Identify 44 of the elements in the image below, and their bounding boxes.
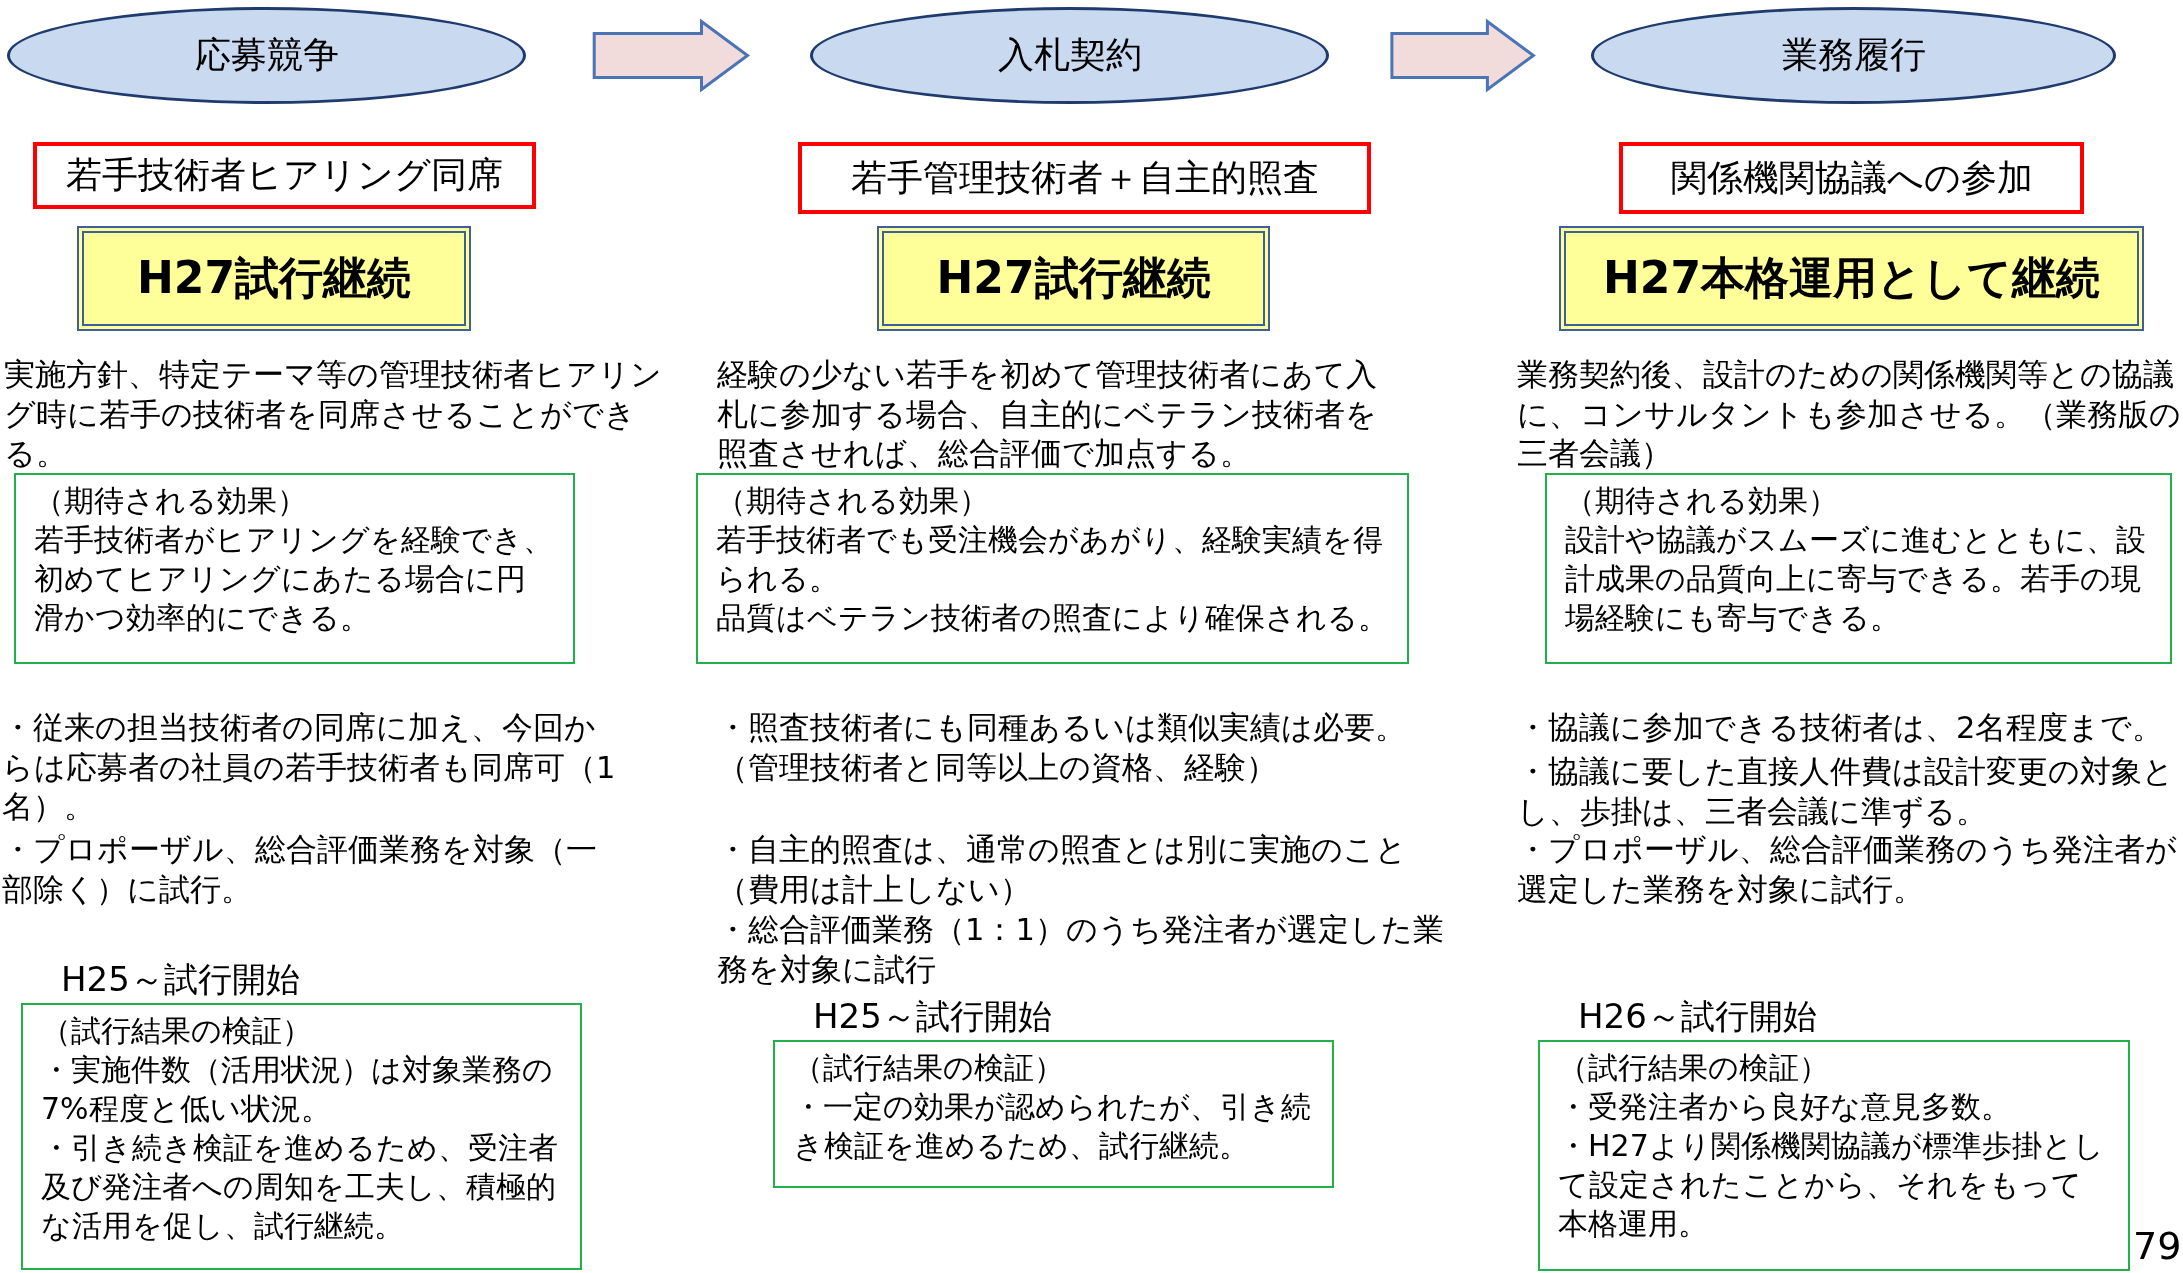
box-text: 品質はベテラン技術者の照査により確保される。 xyxy=(716,599,1389,637)
title-box: 若手管理技術者＋自主的照査 xyxy=(798,142,1371,214)
description-text: 業務契約後、設計のための関係機関等との協議に、コンサルタントも参加させる。（業務版の三者会議） xyxy=(1517,356,2182,474)
box-heading: （試行結果の検証） xyxy=(1558,1049,1830,1087)
stage-ellipse: 業務履行 xyxy=(1591,7,2116,104)
box-text: ・一定の効果が認められたが、引き続き検証を進めるため、試行継続。 xyxy=(793,1088,1312,1165)
period-heading: H25～試行開始 xyxy=(61,958,301,1001)
effect-box xyxy=(1545,473,2172,664)
bullet-list-item: ・総合評価業務（1：1）のうち発注者が選定した業務を対象に試行 xyxy=(717,911,1445,989)
bullet-list-item: ・自主的照査は、通常の照査とは別に実施のこと（費用は計上しない） xyxy=(717,831,1408,909)
box-heading: （試行結果の検証） xyxy=(793,1049,1065,1087)
period-heading: H26～試行開始 xyxy=(1578,995,1818,1038)
box-heading: （試行結果の検証） xyxy=(41,1012,313,1050)
bullet-list-item: ・照査技術者にも同種あるいは類似実績は必要。（管理技術者と同等以上の資格、経験） xyxy=(717,709,1407,787)
box-text: 若手技術者がヒアリングを経験でき、初めてヒアリングにあたる場合に円滑かつ効率的にできる。 xyxy=(34,521,554,637)
period-heading: H25～試行開始 xyxy=(813,995,1053,1038)
status-box: H27試行継続 xyxy=(877,226,1270,331)
page-number: 79 xyxy=(2133,1223,2183,1270)
bullet-list-item: ・プロポーザル、総合評価業務を対象（一部除く）に試行。 xyxy=(2,831,598,909)
block-arrow xyxy=(592,18,751,93)
effect-box xyxy=(14,473,575,664)
block-arrow xyxy=(1390,18,1536,93)
bullet-list-item: ・協議に要した直接人件費は設計変更の対象とし、歩掛は、三者会議に準ずる。 xyxy=(1517,753,2175,831)
bullet-list-item: ・プロポーザル、総合評価業務のうち発注者が選定した業務を対象に試行。 xyxy=(1517,831,2178,909)
stage-ellipse: 応募競争 xyxy=(7,7,526,104)
box-text: 若手技術者でも受注機会があがり、経験実績を得られる。 xyxy=(716,521,1384,598)
effect-box xyxy=(696,473,1409,664)
status-box: H27本格運用として継続 xyxy=(1559,226,2144,331)
status-box: H27試行継続 xyxy=(77,226,471,331)
box-text: ・受発注者から良好な意見多数。 xyxy=(1558,1088,2012,1126)
box-text: ・実施件数（活用状況）は対象業務の7%程度と低い状況。 xyxy=(41,1051,554,1128)
description-text: 経験の少ない若手を初めて管理技術者にあて入札に参加する場合、自主的にベテラン技術者を照査させれば、総合評価で加点する。 xyxy=(717,356,1378,474)
box-heading: （期待される効果） xyxy=(716,482,990,520)
description-text: 実施方針、特定テーマ等の管理技術者ヒアリング時に若手の技術者を同席させることができる。 xyxy=(4,356,663,474)
stage-ellipse: 入札契約 xyxy=(810,7,1329,104)
title-box: 若手技術者ヒアリング同席 xyxy=(33,142,536,209)
box-heading: （期待される効果） xyxy=(1565,482,1839,520)
box-text: ・引き続き検証を進めるため、受注者及び発注者への周知を工夫し、積極的な活用を促し、試行継続。 xyxy=(41,1129,559,1245)
box-text: 設計や協議がスムーズに進むとともに、設計成果の品質向上に寄与できる。若手の現場経験にも寄与できる。 xyxy=(1565,521,2147,637)
title-box: 関係機関協議への参加 xyxy=(1619,142,2084,214)
box-text: ・H27より関係機関協議が標準歩掛として設定されたことから、それをもって本格運用。 xyxy=(1558,1127,2105,1243)
bullet-list-item: ・協議に参加できる技術者は、2名程度まで。 xyxy=(1517,709,2165,747)
bullet-list-item: ・従来の担当技術者の同席に加え、今回からは応募者の社員の若手技術者も同席可（1名）。 xyxy=(2,709,617,827)
box-heading: （期待される効果） xyxy=(34,482,308,520)
